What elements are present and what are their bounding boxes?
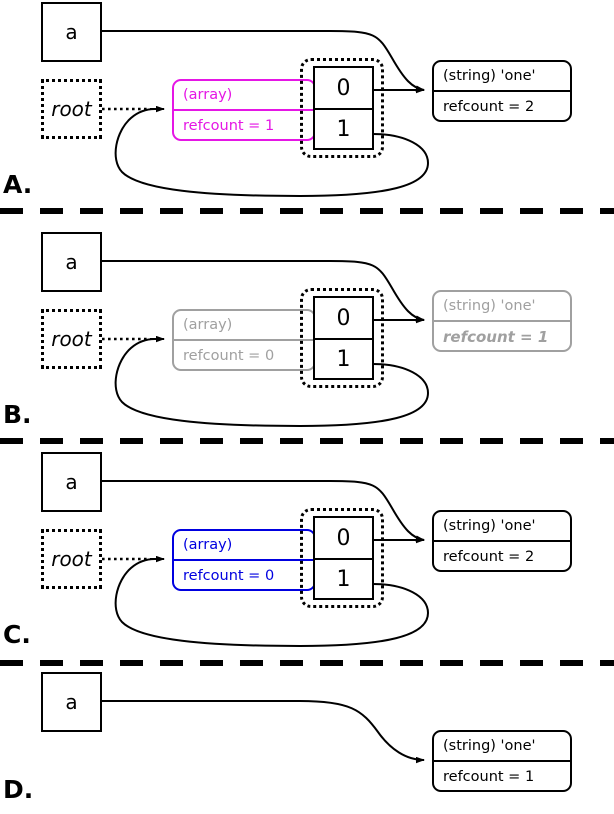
string-type-label: (string) 'one' [434, 512, 570, 542]
array-value-box: (array) refcount = 0 [172, 529, 316, 591]
array-cells-container [300, 508, 384, 608]
string-value-box: (string) 'one' refcount = 1 [432, 290, 572, 352]
edge-a-to-string [102, 30, 425, 92]
array-type-label: (array) [174, 81, 314, 111]
variable-box-root: root [41, 529, 102, 589]
string-type-label: (string) 'one' [434, 292, 570, 322]
string-refcount-label: refcount = 2 [443, 549, 535, 565]
panel-a-connectors [102, 30, 430, 198]
string-value-box: (string) 'one' refcount = 1 [432, 730, 572, 792]
panel-d-connectors [102, 700, 425, 764]
array-cells: 0 1 [313, 296, 374, 380]
variable-box-a: a [41, 2, 102, 62]
array-type-label: (array) [174, 311, 314, 341]
array-refcount-label: refcount = 1 [183, 118, 275, 134]
array-cell-0: 0 [315, 298, 372, 340]
array-cells-container [300, 288, 384, 388]
string-value-box: (string) 'one' refcount = 2 [432, 510, 572, 572]
panel-label-c: C. [3, 620, 31, 649]
array-value-box: (array) refcount = 0 [172, 309, 316, 371]
panel-label-d: D. [3, 775, 34, 804]
string-type-label: (string) 'one' [434, 732, 570, 762]
panel-label-a: A. [3, 170, 33, 199]
variable-box-root: root [41, 79, 102, 139]
edge-a-to-string [102, 260, 425, 322]
variable-box-a: a [41, 232, 102, 292]
string-value-box: (string) 'one' refcount = 2 [432, 60, 572, 122]
array-cell-1: 1 [336, 347, 351, 372]
string-refcount-label: refcount = 1 [443, 328, 549, 346]
array-cell-1: 1 [336, 117, 351, 142]
array-cell-0: 0 [315, 68, 372, 110]
edge-cell1-self-loop [114, 558, 430, 648]
array-refcount-label: refcount = 0 [183, 568, 275, 584]
string-refcount-label: refcount = 1 [443, 769, 535, 785]
array-cells: 0 1 [313, 516, 374, 600]
edge-a-to-string [102, 700, 425, 764]
edge-cell1-self-loop [114, 338, 430, 428]
variable-box-a: a [41, 452, 102, 512]
array-cells: 0 1 [313, 66, 374, 150]
array-cells-container [300, 58, 384, 158]
panel-b-connectors [102, 260, 430, 428]
array-cell-1: 1 [336, 567, 351, 592]
panel-label-b: B. [3, 400, 32, 429]
array-refcount-label: refcount = 0 [183, 348, 275, 364]
array-type-label: (array) [174, 531, 314, 561]
string-refcount-label: refcount = 2 [443, 99, 535, 115]
edge-cell1-self-loop [114, 108, 430, 198]
string-type-label: (string) 'one' [434, 62, 570, 92]
variable-box-root: root [41, 309, 102, 369]
array-cell-0: 0 [315, 518, 372, 560]
array-value-box: (array) refcount = 1 [172, 79, 316, 141]
edge-a-to-string [102, 480, 425, 542]
variable-box-a: a [41, 672, 102, 732]
